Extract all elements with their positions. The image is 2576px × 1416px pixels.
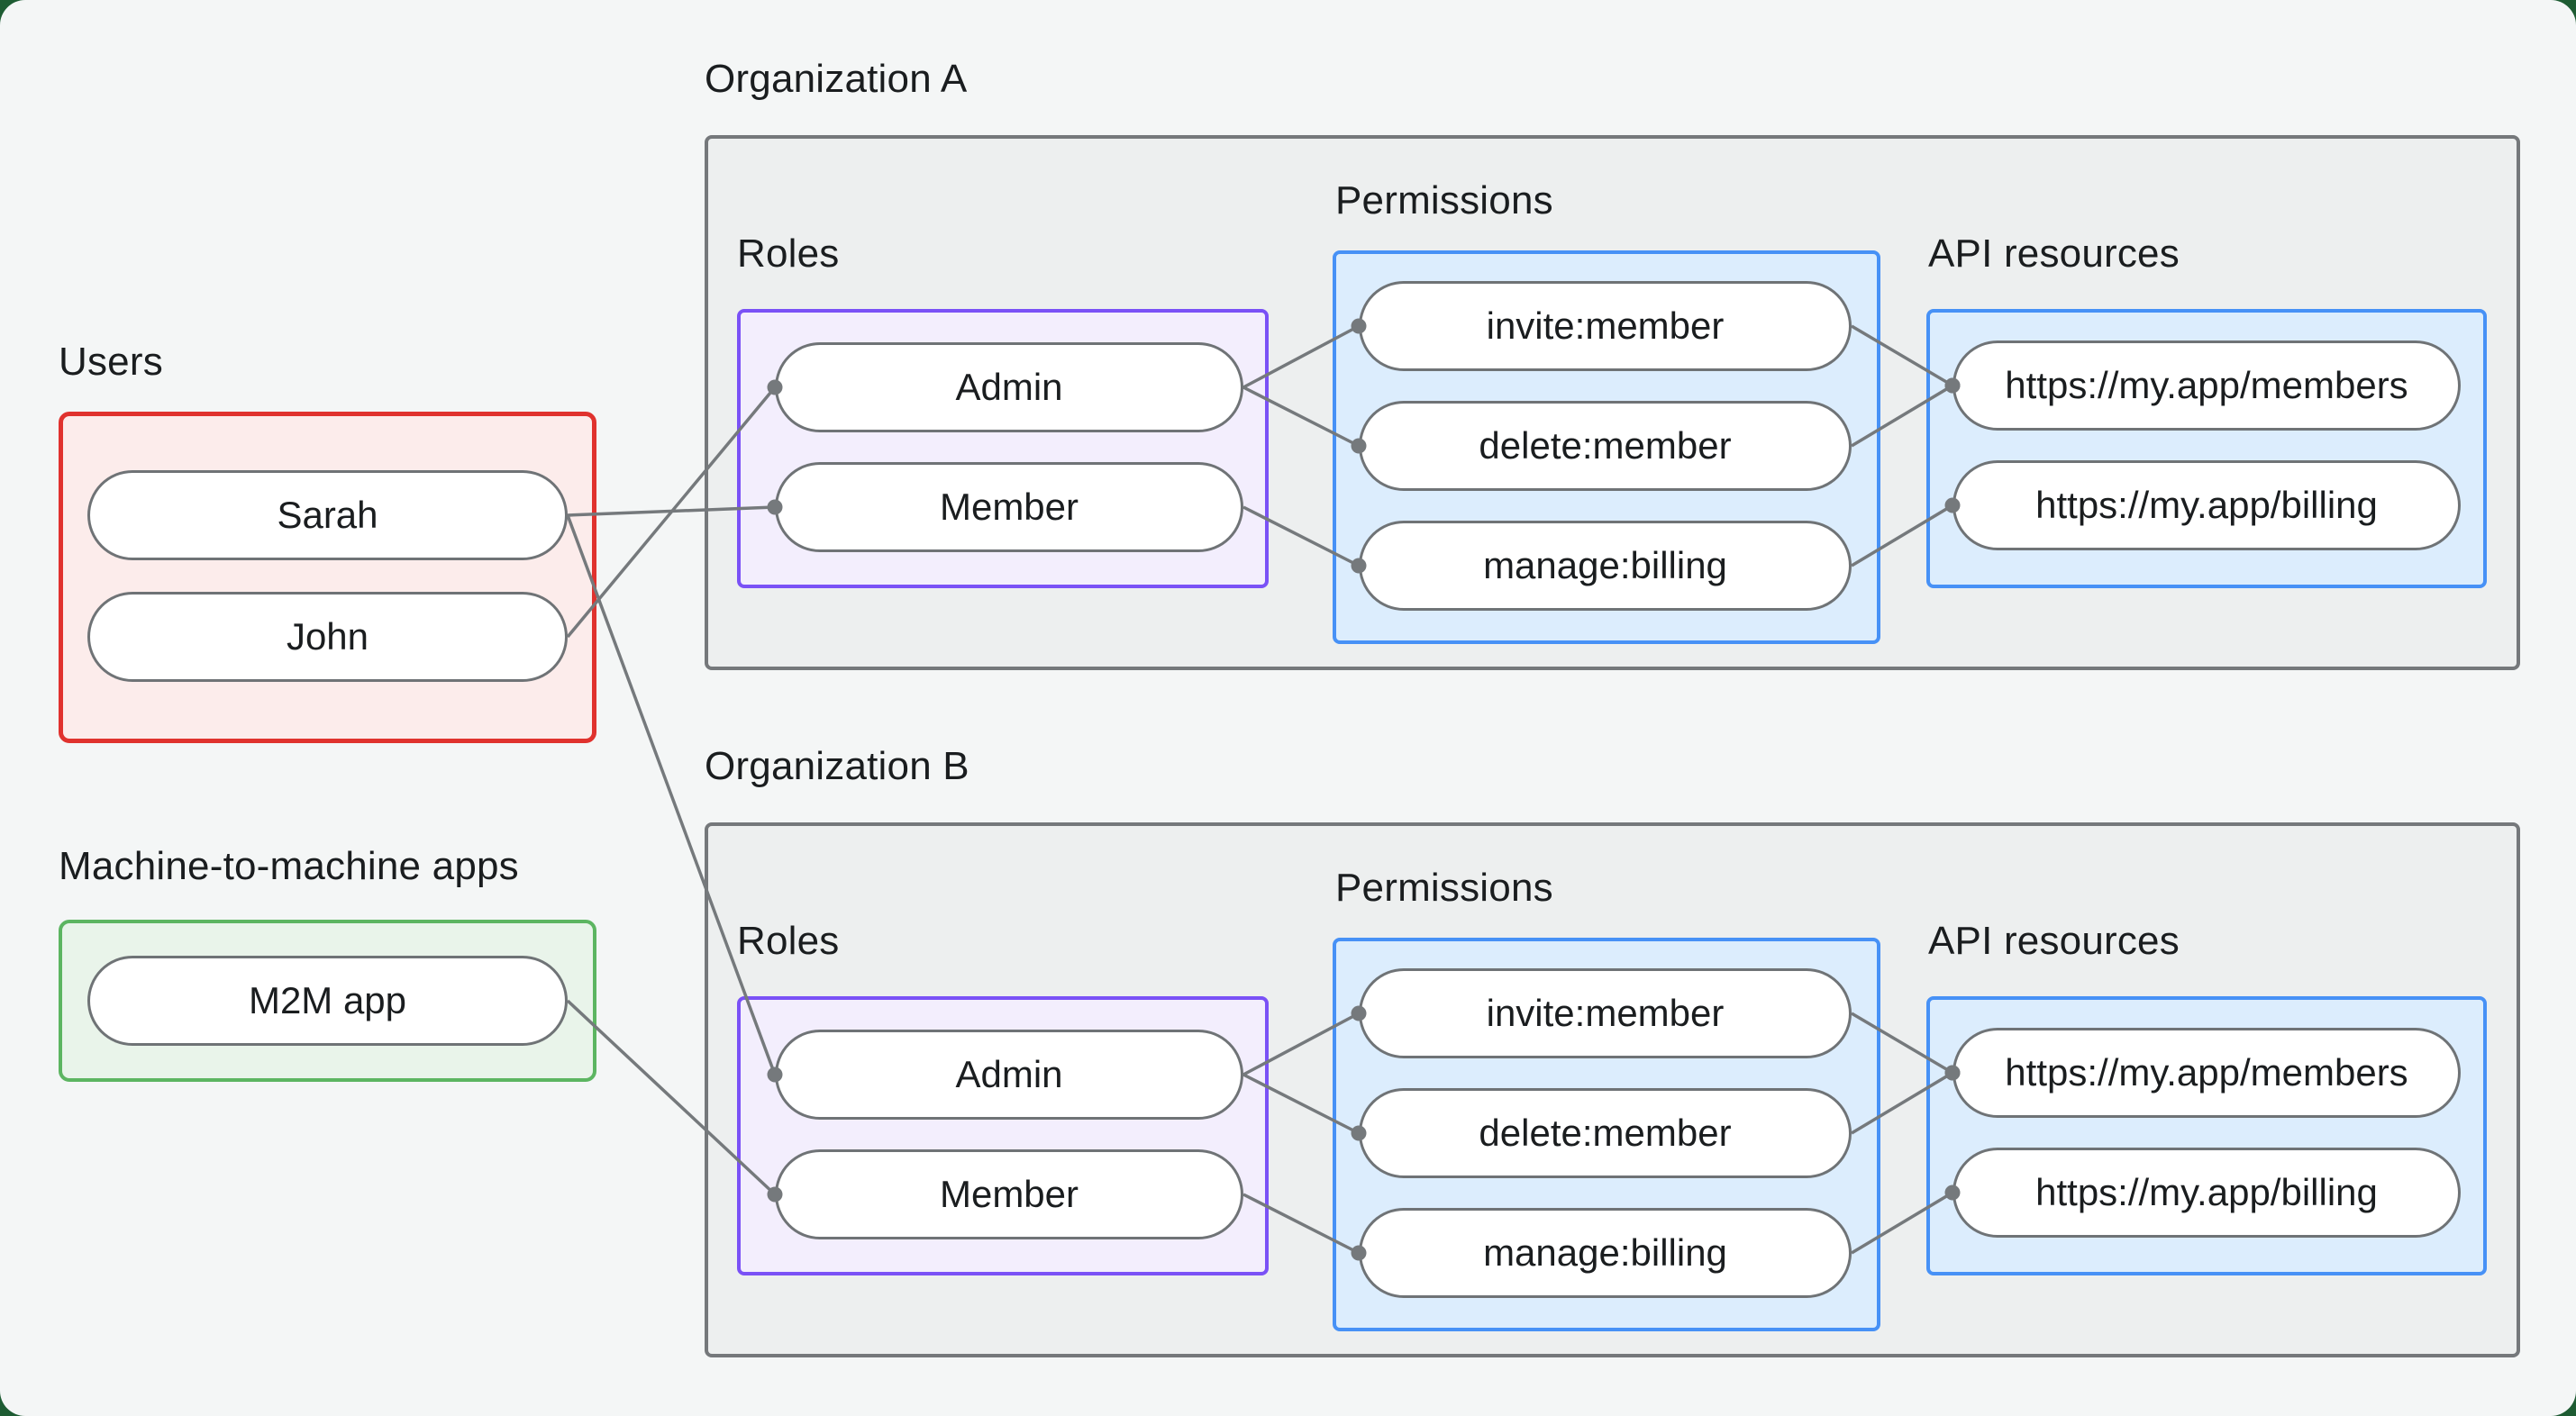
node-org-a-role-admin: Admin xyxy=(775,342,1243,432)
node-user-john: John xyxy=(87,592,568,682)
org-b-api-resources-label: API resources xyxy=(1928,919,2180,963)
node-org-b-perm-delete-member: delete:member xyxy=(1359,1088,1852,1178)
node-org-b-role-admin: Admin xyxy=(775,1030,1243,1120)
org-a-api-resources-label: API resources xyxy=(1928,231,2180,276)
node-org-a-role-member: Member xyxy=(775,462,1243,552)
node-org-b-perm-manage-billing: manage:billing xyxy=(1359,1208,1852,1298)
org-a-title: Organization A xyxy=(705,57,968,101)
users-group-box xyxy=(59,412,596,743)
node-org-b-perm-invite-member: invite:member xyxy=(1359,968,1852,1058)
org-a-permissions-label: Permissions xyxy=(1335,178,1553,222)
org-b-title: Organization B xyxy=(705,744,969,788)
m2m-section-label: Machine-to-machine apps xyxy=(59,844,519,888)
node-org-a-perm-manage-billing: manage:billing xyxy=(1359,521,1852,611)
node-m2m-app: M2M app xyxy=(87,956,568,1046)
node-org-b-role-member: Member xyxy=(775,1149,1243,1239)
org-b-permissions-label: Permissions xyxy=(1335,866,1553,910)
node-org-b-api-billing: https://my.app/billing xyxy=(1952,1148,2461,1238)
node-org-a-perm-delete-member: delete:member xyxy=(1359,401,1852,491)
org-a-roles-label: Roles xyxy=(737,231,840,276)
node-org-a-api-billing: https://my.app/billing xyxy=(1952,460,2461,550)
node-user-sarah: Sarah xyxy=(87,470,568,560)
node-org-a-api-members: https://my.app/members xyxy=(1952,340,2461,431)
users-section-label: Users xyxy=(59,340,163,384)
node-org-b-api-members: https://my.app/members xyxy=(1952,1028,2461,1118)
org-b-roles-label: Roles xyxy=(737,919,840,963)
node-org-a-perm-invite-member: invite:member xyxy=(1359,281,1852,371)
